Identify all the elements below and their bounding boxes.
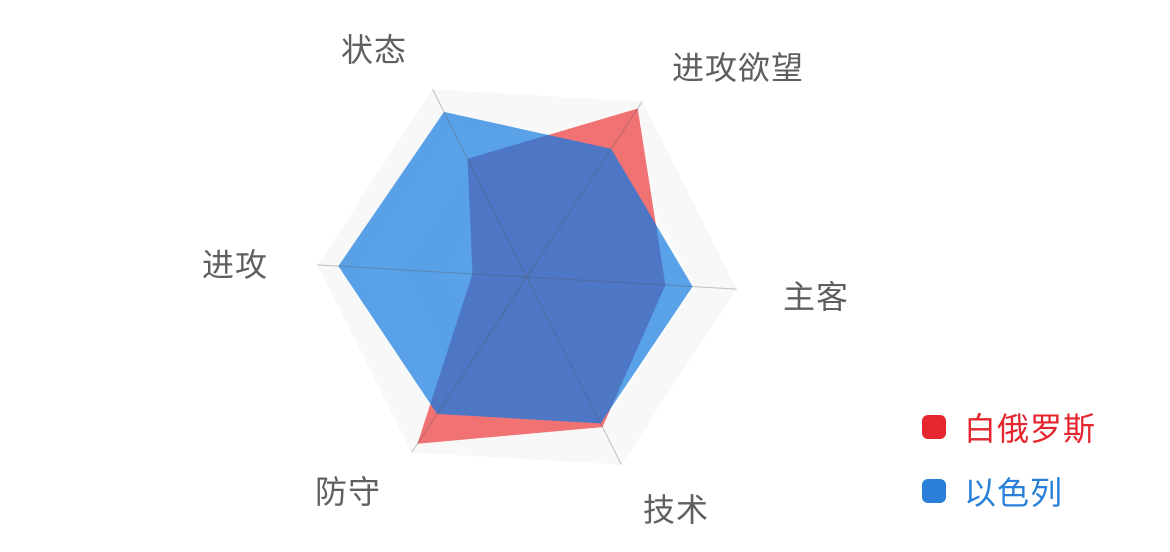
axis-label-attack: 进攻 <box>201 246 269 284</box>
legend-item-israel[interactable]: 以色列 <box>922 472 1096 512</box>
legend-swatch-icon <box>922 415 946 439</box>
axis-label-home-away: 主客 <box>782 278 850 316</box>
legend-label: 以色列 <box>964 474 1064 512</box>
legend: 白俄罗斯 以色列 <box>922 408 1096 536</box>
axis-line <box>526 101 643 278</box>
legend-swatch-icon <box>922 479 946 503</box>
axis-line <box>411 276 528 453</box>
axis-label-defense: 防守 <box>314 473 382 511</box>
legend-item-belarus[interactable]: 白俄罗斯 <box>922 408 1096 448</box>
axis-line <box>317 264 528 278</box>
axis-label-attack-desire: 进攻欲望 <box>671 49 805 87</box>
radar-series <box>338 108 693 444</box>
radar-axes <box>317 89 737 465</box>
axis-label-technique: 技术 <box>642 491 710 529</box>
axis-label-form: 状态 <box>340 31 408 69</box>
legend-label: 白俄罗斯 <box>964 410 1097 448</box>
axis-line <box>526 276 622 465</box>
overlap-area <box>417 111 666 424</box>
axis-line <box>432 89 528 278</box>
axis-line <box>526 276 737 290</box>
